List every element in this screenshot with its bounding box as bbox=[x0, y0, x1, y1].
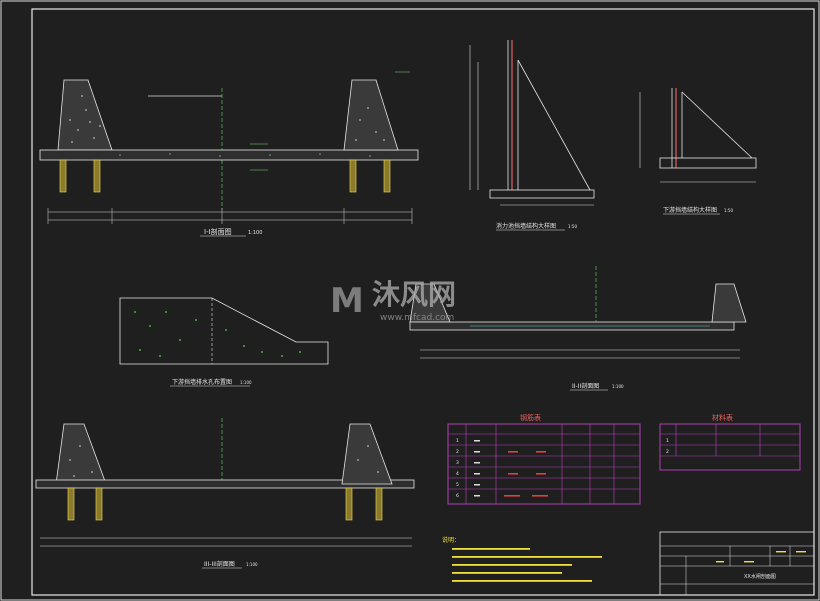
wall-small-title: 下游挡墙结构大样图 bbox=[663, 206, 717, 214]
material-table: 材料表 1 2 bbox=[659, 413, 801, 471]
rebar-row-2: 2 bbox=[456, 449, 459, 455]
watermark-logo-icon: M bbox=[330, 281, 364, 321]
title-block: XX水闸剖面图 bbox=[659, 531, 815, 596]
section-1-title: I-I剖面图 bbox=[204, 227, 232, 236]
rebar-table: 钢筋表 1 2 3 4 5 6 bbox=[447, 413, 641, 505]
section-3-title: III-III剖面图 bbox=[204, 560, 235, 568]
rebar-table-title: 钢筋表 bbox=[520, 413, 541, 422]
watermark-brand: 沐风网 bbox=[372, 278, 456, 311]
section-2-scale: 1:100 bbox=[612, 384, 624, 389]
wall-tall-scale: 1:50 bbox=[568, 224, 577, 229]
notes-block: 说明： bbox=[442, 536, 602, 582]
section-2-title: II-II剖面图 bbox=[572, 382, 599, 390]
rebar-row-6: 6 bbox=[456, 493, 459, 499]
plan-drawing: 下游挡墙排水孔布置图 1:100 bbox=[119, 297, 329, 387]
section-1-drawing: I-I剖面图 1:100 bbox=[39, 71, 419, 237]
notes-title: 说明： bbox=[442, 536, 460, 544]
rebar-row-5: 5 bbox=[456, 482, 459, 488]
plan-title: 下游挡墙排水孔布置图 bbox=[172, 378, 232, 386]
watermark-url: www.mfcad.com bbox=[380, 313, 454, 323]
watermark: M 沐风网 www.mfcad.com bbox=[330, 278, 456, 323]
drawing-name: XX水闸剖面图 bbox=[744, 573, 776, 580]
rebar-row-1: 1 bbox=[456, 438, 459, 444]
material-table-title: 材料表 bbox=[712, 413, 733, 422]
material-row-2: 2 bbox=[666, 449, 669, 455]
section-3-scale: 1:100 bbox=[246, 562, 258, 567]
wall-small-drawing: 下游挡墙结构大样图 1:50 bbox=[639, 88, 757, 215]
rebar-row-3: 3 bbox=[456, 460, 459, 466]
wall-tall-drawing: 消力池挡墙结构大样图 1:50 bbox=[469, 40, 595, 231]
material-row-1: 1 bbox=[666, 438, 669, 444]
plan-scale: 1:100 bbox=[240, 380, 252, 385]
wall-small-scale: 1:50 bbox=[724, 208, 733, 213]
section-3-drawing: III-III剖面图 1:100 bbox=[35, 418, 415, 569]
rebar-row-4: 4 bbox=[456, 471, 459, 477]
wall-tall-title: 消力池挡墙结构大样图 bbox=[496, 222, 556, 230]
section-1-scale: 1:100 bbox=[248, 230, 262, 236]
drawing-frame bbox=[31, 8, 815, 596]
section-2-drawing: II-II剖面图 1:100 bbox=[409, 266, 747, 391]
